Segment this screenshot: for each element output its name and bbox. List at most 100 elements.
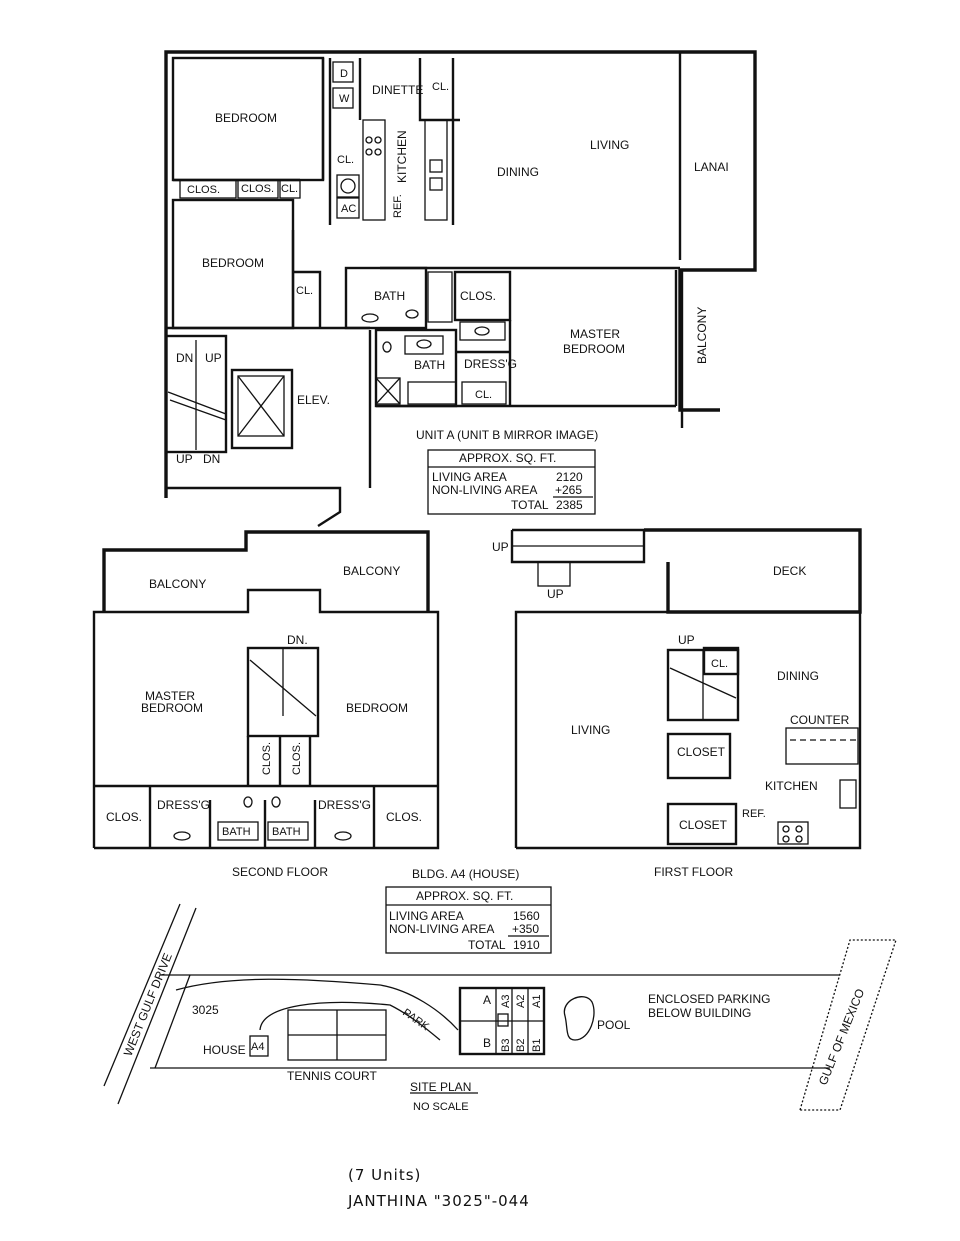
label-road: WEST GULF DRIVE — [121, 951, 175, 1058]
label-bath-2: BATH — [414, 358, 445, 372]
label-parking-line2: BELOW BUILDING — [648, 1006, 751, 1020]
label-bedroom-1: BEDROOM — [215, 111, 277, 125]
footer-units: (7 Units) — [348, 1166, 421, 1184]
label-kitchen: KITCHEN — [765, 779, 818, 793]
house-living-label: LIVING AREA — [389, 909, 464, 923]
label-master-line2: BEDROOM — [141, 701, 203, 715]
label-bath-1: BATH — [374, 289, 405, 303]
label-closet-left: CLOS. — [106, 810, 142, 824]
label-balcony-right: BALCONY — [343, 564, 400, 578]
label-dinette: DINETTE — [372, 83, 423, 97]
label-living: LIVING — [590, 138, 629, 152]
label-closet-1: CLOSET — [677, 745, 726, 759]
label-dinette-closet: CL. — [432, 81, 449, 93]
label-a4: A4 — [251, 1041, 264, 1053]
label-dressing: DRESS'G — [464, 357, 517, 371]
house-living-value: 1560 — [513, 909, 540, 923]
unit-a-living-value: 2120 — [556, 470, 583, 484]
label-stair-dn-bottom: DN — [203, 452, 220, 466]
label-stair-up-bottom: UP — [176, 452, 193, 466]
label-unit-a: A — [483, 993, 491, 1007]
first-floor-labels: UP UP DECK UP CL. DINING LIVING COUNTER … — [492, 540, 850, 879]
unit-a-total-value: 2385 — [556, 498, 583, 512]
label-closet-vertical-1: CLOS. — [261, 742, 273, 775]
label-counter: COUNTER — [790, 713, 850, 727]
label-master-line2: BEDROOM — [563, 342, 625, 356]
unit-a-nonliving-label: NON-LIVING AREA — [432, 483, 537, 497]
site-plan-title: SITE PLAN — [410, 1080, 471, 1094]
label-deck: DECK — [773, 564, 806, 578]
label-stair-up-lower: UP — [547, 587, 564, 601]
unit-a-caption: UNIT A (UNIT B MIRROR IMAGE) — [416, 428, 598, 442]
house-sqft-table: APPROX. SQ. FT. LIVING AREA 1560 NON-LIV… — [385, 886, 552, 954]
house-sqft-title: APPROX. SQ. FT. — [416, 889, 513, 903]
unit-a-living-label: LIVING AREA — [432, 470, 507, 484]
label-master-cl: CL. — [475, 389, 492, 401]
label-closet-1: CLOS. — [187, 184, 220, 196]
unit-a-nonliving-value: +265 — [555, 483, 582, 497]
label-bath-right: BATH — [272, 826, 301, 838]
house-nonliving-value: +350 — [512, 922, 539, 936]
label-dining: DINING — [777, 669, 819, 683]
label-dressing-right: DRESS'G — [318, 798, 371, 812]
label-stair-up-outer: UP — [492, 540, 509, 554]
label-hall-closet: CL. — [296, 285, 313, 297]
second-floor-labels: BALCONY BALCONY DN. MASTER BEDROOM BEDRO… — [106, 564, 422, 879]
footer-name: JANTHINA "3025"-044 — [347, 1192, 530, 1210]
label-master-closet: CLOS. — [460, 289, 496, 303]
label-b1: B1 — [531, 1039, 543, 1052]
label-dressing-left: DRESS'G — [157, 798, 210, 812]
second-floor-caption: SECOND FLOOR — [232, 865, 328, 879]
label-dining: DINING — [497, 165, 539, 179]
label-ac: AC — [341, 203, 356, 215]
label-kitchen-closet: CL. — [337, 154, 354, 166]
unit-a-sqft-table: APPROX. SQ. FT. LIVING AREA 2120 NON-LIV… — [427, 449, 596, 515]
label-a3: A3 — [500, 995, 512, 1008]
label-closet-small: CL. — [711, 658, 728, 670]
label-living: LIVING — [571, 723, 610, 737]
label-bedroom-2: BEDROOM — [202, 256, 264, 270]
label-gulf: GULF OF MEXICO — [816, 987, 867, 1087]
label-unit-b: B — [483, 1036, 491, 1050]
label-elevator: ELEV. — [297, 393, 330, 407]
house-nonliving-label: NON-LIVING AREA — [389, 922, 494, 936]
unit-a-plan — [164, 50, 757, 528]
label-bedroom: BEDROOM — [346, 701, 408, 715]
label-closet-2: CLOS. — [241, 183, 274, 195]
site-plan-scale: NO SCALE — [413, 1101, 469, 1113]
label-master-line1: MASTER — [145, 689, 195, 703]
label-master-line1: MASTER — [570, 327, 620, 341]
label-tennis-court: TENNIS COURT — [287, 1069, 377, 1083]
label-b3: B3 — [500, 1039, 512, 1052]
label-lanai: LANAI — [694, 160, 729, 174]
unit-a-sqft-title: APPROX. SQ. FT. — [459, 451, 556, 465]
house-total-value: 1910 — [513, 938, 540, 952]
label-parking-line1: ENCLOSED PARKING — [648, 992, 770, 1006]
label-stair-dn-top: DN — [176, 351, 193, 365]
label-kitchen: KITCHEN — [395, 130, 409, 183]
label-stair-up-top: UP — [205, 351, 222, 365]
label-balcony-left: BALCONY — [149, 577, 206, 591]
label-refrigerator: REF. — [742, 808, 766, 820]
unit-a-labels: BEDROOM BEDROOM CLOS. CLOS. CL. CL. D W … — [176, 68, 729, 466]
label-stair-dn: DN. — [287, 633, 308, 647]
first-floor-caption: FIRST FLOOR — [654, 865, 733, 879]
site-plan — [103, 903, 897, 1111]
label-closet-vertical-2: CLOS. — [291, 742, 303, 775]
unit-a-total-label: TOTAL — [511, 498, 549, 512]
second-floor-plan — [92, 530, 440, 850]
label-washer: W — [339, 93, 350, 105]
label-bath-left: BATH — [222, 826, 251, 838]
label-closet-right: CLOS. — [386, 810, 422, 824]
label-address: 3025 — [192, 1003, 219, 1017]
house-total-label: TOTAL — [468, 938, 506, 952]
label-stair-up-inner: UP — [678, 633, 695, 647]
label-b2: B2 — [515, 1039, 527, 1052]
label-refrigerator: REF. — [392, 194, 404, 218]
first-floor-plan — [510, 528, 862, 850]
label-dryer: D — [340, 68, 348, 80]
label-house: HOUSE — [203, 1043, 246, 1057]
label-a2: A2 — [515, 995, 527, 1008]
building-caption: BLDG. A4 (HOUSE) — [412, 867, 519, 881]
